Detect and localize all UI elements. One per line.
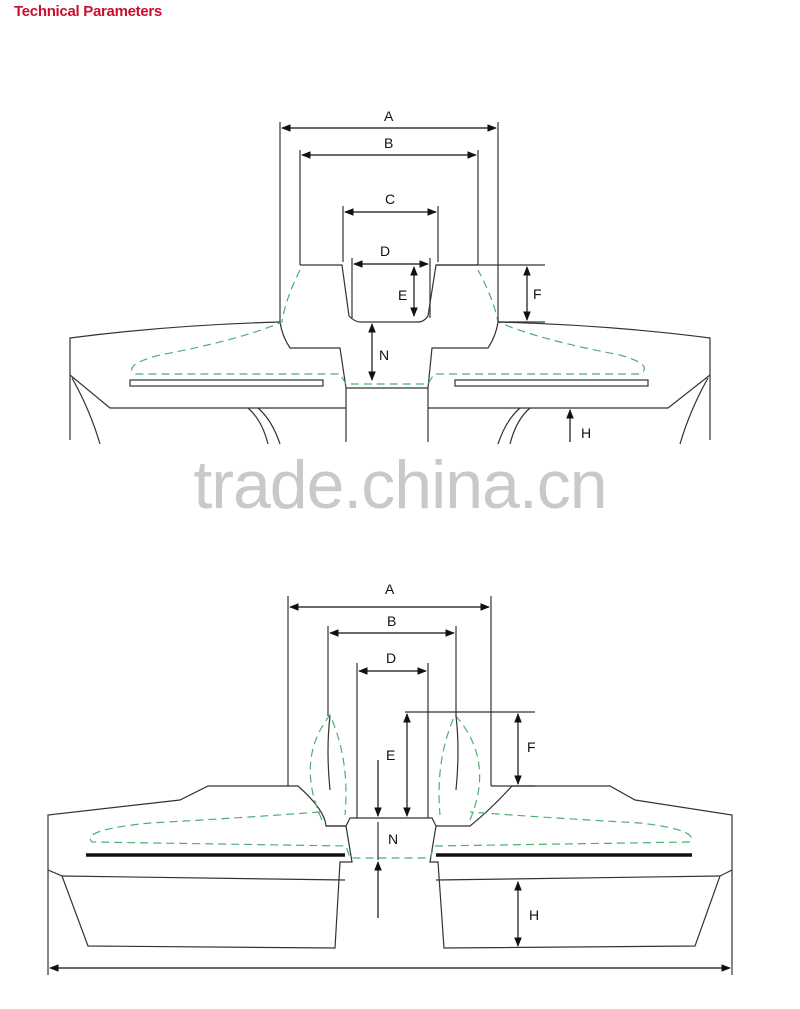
top-left-belt [129,379,324,387]
top-right-body-outline [427,321,711,442]
top-left-lower-outline [69,374,346,409]
top-label-e: E [398,287,407,303]
bottom-right-lug-dashed [438,713,481,821]
bottom-label-f: F [527,739,536,755]
top-left-dashed-line [131,269,645,385]
top-right-sidewall [679,377,709,445]
bottom-left-lug-outline [327,715,331,791]
bottom-right-lug-outline [455,715,459,791]
top-label-c: C [385,191,395,207]
bottom-label-h: H [529,907,539,923]
top-right-lower-outline [428,374,711,409]
bottom-label-b: B [387,613,396,629]
top-left-body-outline [69,321,347,442]
top-right-bead-curve [497,407,531,445]
top-label-f: F [533,286,542,302]
top-right-belt [454,379,649,387]
top-left-sidewall [71,377,101,445]
bottom-right-body-outline [429,785,733,975]
bottom-left-body-outline [47,785,353,975]
top-left-bead-curve [247,407,281,445]
bottom-right-lower-outline [435,875,721,881]
top-label-n: N [379,347,389,363]
bottom-left-lug-dashed [309,713,347,821]
bottom-diagram [47,596,733,975]
bottom-left-lower-outline [61,875,346,881]
page-title: Technical Parameters [14,3,162,20]
top-label-d: D [380,243,390,259]
top-label-b: B [384,135,393,151]
top-groove-outline [300,264,478,323]
bottom-label-n: N [388,831,398,847]
bottom-label-a: A [385,581,395,597]
top-label-h: H [581,425,591,441]
watermark: trade.china.cn [193,447,607,523]
top-label-a: A [384,108,394,124]
bottom-label-e: E [386,747,395,763]
bottom-groove-outline [326,817,437,827]
bottom-dimension-arrows [49,603,731,972]
bottom-label-d: D [386,650,396,666]
bottom-inner-dashed-line [89,811,692,859]
top-diagram [69,122,711,445]
top-dimension-arrows [281,124,574,442]
